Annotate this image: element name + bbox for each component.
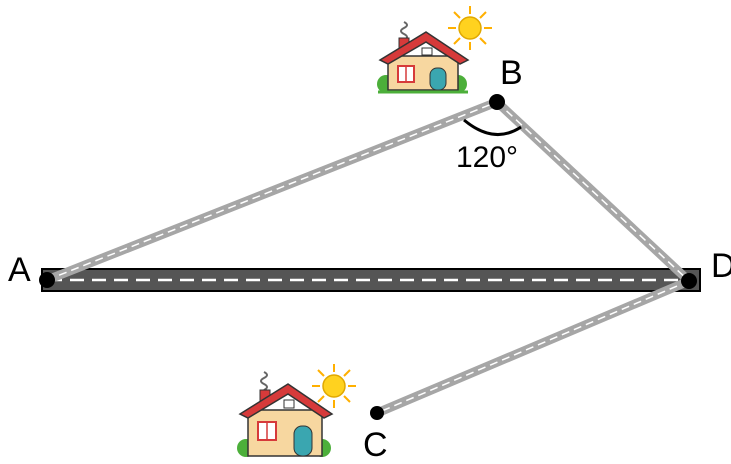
label-d: D (711, 247, 731, 285)
house-icon (237, 371, 334, 457)
label-b: B (500, 54, 523, 92)
label-c: C (363, 426, 388, 459)
sun-icon (312, 364, 356, 408)
road-dc (372, 276, 694, 418)
angle-label: 120° (456, 141, 518, 174)
road-bd (492, 97, 694, 286)
point-b (489, 94, 505, 110)
main-road-ad (41, 268, 701, 292)
point-c (370, 406, 384, 420)
road-ab (42, 97, 502, 285)
house-icon (377, 21, 470, 94)
sun-icon (448, 6, 492, 50)
angle-arc-b (463, 118, 522, 137)
label-a: A (8, 251, 31, 289)
point-d (681, 273, 697, 289)
point-a (39, 272, 55, 288)
